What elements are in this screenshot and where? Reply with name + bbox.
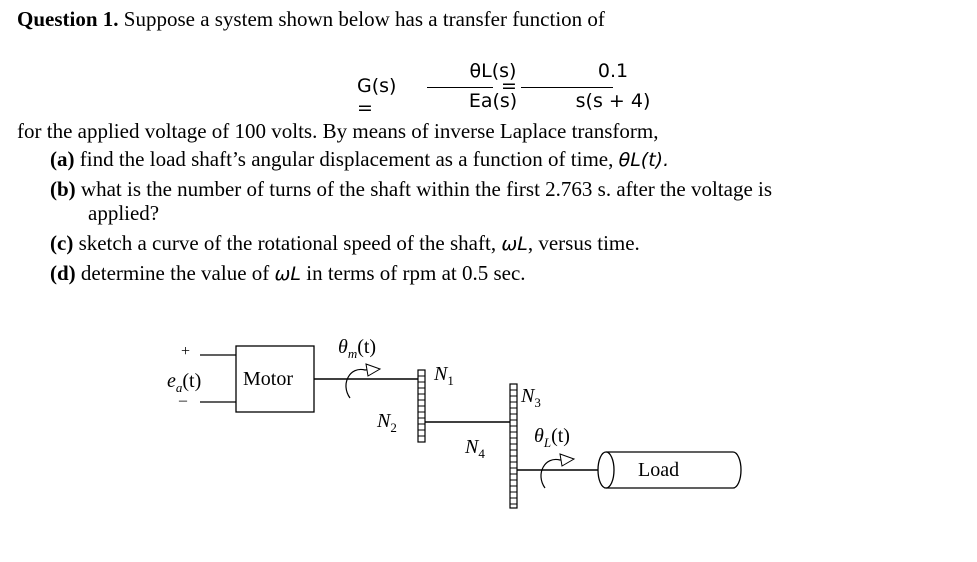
fraction-numerator: θL(s): [469, 60, 517, 82]
gear-n2-teeth: [418, 375, 425, 437]
fraction-value: 0.1 s(s + 4): [521, 60, 650, 120]
part-b-continued: applied?: [88, 201, 160, 225]
input-plus-sign: +: [181, 343, 191, 360]
fraction-denominator-value: s(s + 4): [575, 90, 651, 112]
part-d-text: determine the value of: [75, 261, 275, 285]
gear-n2-label: N2: [377, 410, 397, 435]
part-d-math: ωL: [274, 263, 302, 285]
part-c: (c) sketch a curve of the rotational spe…: [50, 231, 640, 256]
gear-n4: [509, 383, 518, 509]
part-b-text: what is the number of turns of the shaft…: [75, 177, 773, 201]
question-number: Question 1.: [17, 7, 119, 31]
fraction-numerator-value: 0.1: [597, 60, 629, 82]
theta-l-arrowhead: [559, 453, 576, 467]
part-c-text-end: , versus time.: [527, 231, 640, 255]
question-body: for the applied voltage of 100 volts. By…: [17, 119, 659, 143]
part-d-label: (d): [50, 261, 76, 285]
part-a-math: θL(t).: [618, 149, 670, 171]
theta-m-rotation-arrow: [345, 368, 377, 399]
part-a-label: (a): [50, 147, 75, 171]
gear-n4-label: N4: [465, 436, 485, 461]
fraction-theta-over-ea: θL(s) Ea(s): [427, 60, 517, 120]
part-c-label: (c): [50, 231, 74, 255]
input-minus-sign: –: [179, 392, 187, 409]
motor-label: Motor: [243, 368, 293, 390]
part-c-math: ωL: [501, 233, 528, 255]
equation-equals: =: [501, 75, 517, 97]
part-a-text: find the load shaft’s angular displaceme…: [74, 147, 619, 171]
theta-l-rotation-arrow: [540, 458, 571, 489]
part-a: (a) find the load shaft’s angular displa…: [50, 147, 669, 172]
theta-l-label: θL(t): [534, 425, 570, 450]
equation-lhs: G(s) =: [357, 75, 397, 119]
part-b: (b) what is the number of turns of the s…: [50, 177, 950, 201]
theta-m-arrowhead: [365, 363, 382, 377]
gear-n4-teeth: [510, 389, 517, 505]
question-intro: Suppose a system shown below has a trans…: [118, 7, 605, 31]
fraction-bar: [427, 87, 493, 88]
part-b-label: (b): [50, 177, 76, 201]
load-cylinder-face: [597, 451, 615, 489]
gear-n3-label: N3: [521, 385, 541, 410]
part-d: (d) determine the value of ωL in terms o…: [50, 261, 526, 286]
load-cylinder-body: [606, 451, 742, 489]
part-d-text-end: in terms of rpm at 0.5 sec.: [301, 261, 526, 285]
input-voltage-label: ea(t): [167, 370, 202, 395]
theta-m-label: θm(t): [338, 336, 377, 361]
gear-n1-label: N1: [434, 363, 454, 388]
fraction-denominator: Ea(s): [468, 90, 518, 112]
motor-box: [235, 345, 315, 413]
fraction-bar-value: [521, 87, 613, 88]
part-c-text: sketch a curve of the rotational speed o…: [73, 231, 502, 255]
load-label: Load: [638, 459, 680, 481]
question-heading: Question 1. Suppose a system shown below…: [17, 7, 605, 31]
